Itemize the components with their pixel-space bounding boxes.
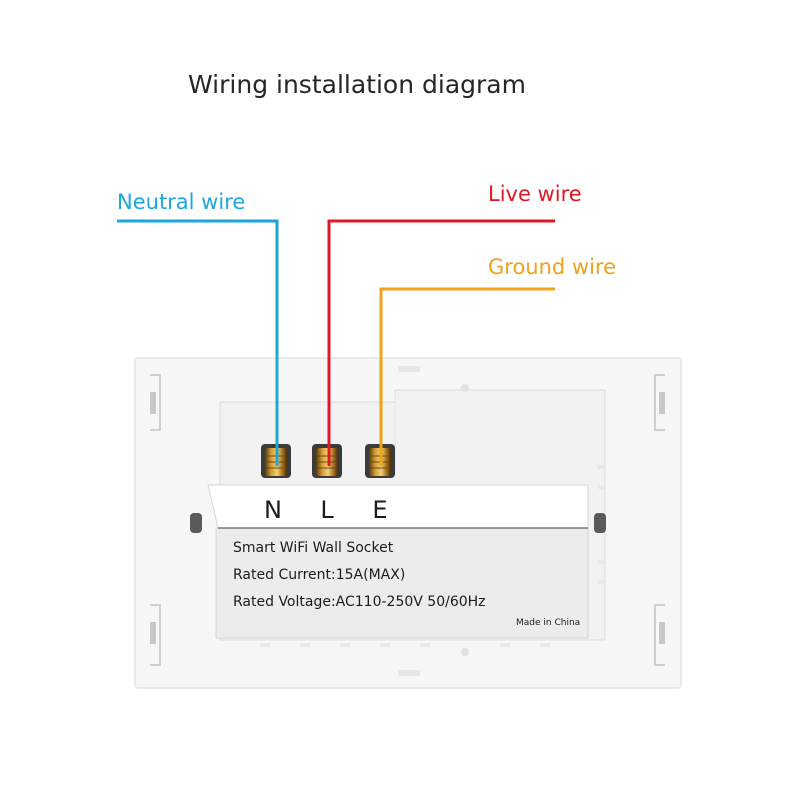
mounting-clip (150, 374, 161, 431)
mounting-clip (654, 604, 665, 666)
ground-wire-label: Ground wire (488, 255, 616, 279)
rated-voltage: Rated Voltage:AC110-250V 50/60Hz (233, 594, 486, 610)
made-in-label: Made in China (516, 618, 580, 628)
terminal-label-e: E (372, 496, 387, 524)
rated-current: Rated Current:15A(MAX) (233, 567, 405, 583)
neutral-wire-label: Neutral wire (117, 190, 245, 214)
diagram-title: Wiring installation diagram (188, 70, 526, 99)
mounting-clip (150, 604, 161, 666)
neutral-wire-line (117, 219, 279, 466)
live-wire-line (327, 219, 555, 466)
label-spec-panel (215, 527, 589, 639)
product-name: Smart WiFi Wall Socket (233, 540, 394, 556)
live-wire-label: Live wire (488, 182, 582, 206)
product-label: N L E Smart WiFi Wall Socket Rated Curre… (207, 484, 589, 639)
terminal-label-l: L (320, 496, 334, 524)
terminal-label-n: N (264, 496, 282, 524)
screw-hole (190, 513, 202, 533)
terminal-screw-l (312, 444, 342, 478)
screw-hole (594, 513, 606, 533)
mounting-clip (654, 374, 665, 431)
ground-wire-line (379, 287, 555, 466)
